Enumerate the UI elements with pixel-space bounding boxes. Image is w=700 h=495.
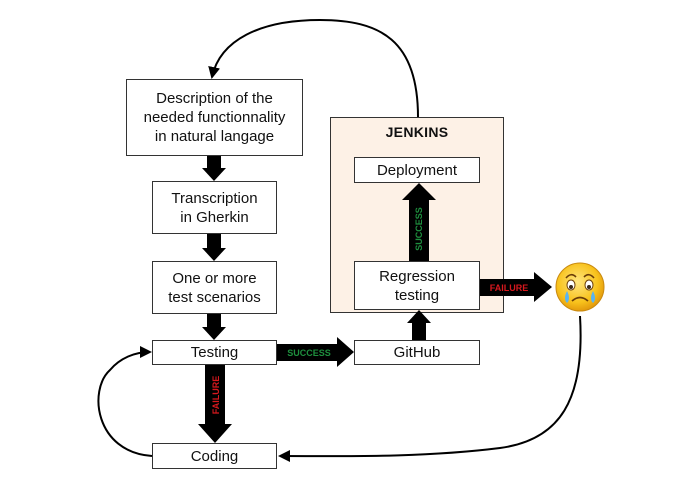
arrow-github-to-regression — [407, 310, 431, 340]
loop-failure-to-coding — [278, 315, 582, 463]
arrow-transcription-to-scenarios — [202, 234, 226, 261]
jenkins-title: JENKINS — [385, 124, 449, 140]
arrow-regression-failure: FAILURE — [480, 272, 552, 302]
transcription-box: Transcription in Gherkin — [152, 181, 277, 234]
failure-label-regression: FAILURE — [490, 283, 529, 293]
scenarios-box: One or more test scenarios — [152, 261, 277, 314]
success-label-deployment: SUCCESS — [414, 207, 424, 251]
failure-label-testing: FAILURE — [211, 376, 221, 415]
arrow-testing-to-github-success: SUCCESS — [277, 337, 354, 367]
testing-box: Testing — [152, 340, 277, 365]
deployment-box: Deployment — [354, 157, 480, 183]
arrow-regression-to-deployment-success: SUCCESS — [402, 183, 436, 261]
regression-box: Regression testing — [354, 261, 480, 310]
success-label-github: SUCCESS — [287, 348, 331, 358]
loop-coding-to-testing — [97, 346, 153, 457]
github-box: GitHub — [354, 340, 480, 365]
crying-emoji-icon — [555, 262, 605, 312]
arrow-scenarios-to-testing — [202, 314, 226, 340]
coding-box: Coding — [152, 443, 277, 469]
arrow-testing-to-coding-failure: FAILURE — [198, 365, 232, 443]
loop-jenkins-to-description — [208, 18, 419, 118]
description-box: Description of the needed functionnality… — [126, 79, 303, 156]
arrow-description-to-transcription — [202, 156, 226, 181]
